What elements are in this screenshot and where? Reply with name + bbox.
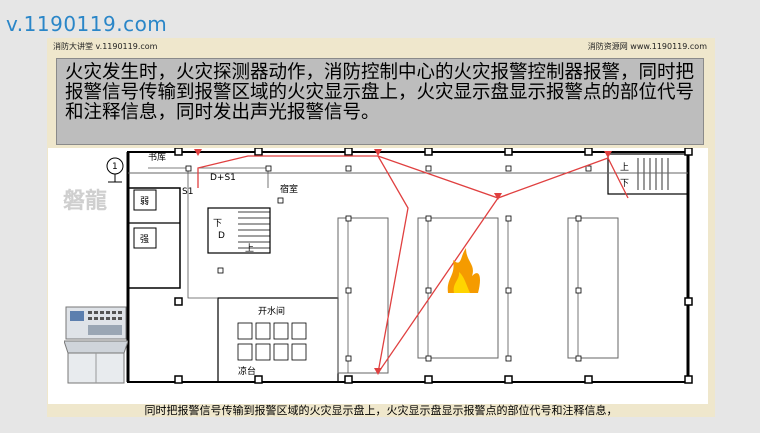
label-cool-room: 凉台: [238, 365, 256, 377]
right-stair-steps: [637, 158, 669, 190]
left-stair: [207, 207, 271, 254]
panel-screen: [70, 311, 84, 321]
label-s1: S1: [182, 187, 193, 197]
floor-plan: 磐龍 书库 S1 D+S1 D 弱 强 下 上 上 下 宿室 开水间 凉台 1: [48, 148, 708, 404]
smoke-detectors: [185, 165, 592, 362]
plan-watermark: 磐龍: [63, 188, 107, 214]
fire-icon: [447, 248, 480, 293]
label-strong-room: 强: [140, 234, 149, 245]
label-d-s1: D+S1: [210, 173, 236, 183]
structural-columns: [174, 148, 693, 384]
left-stair-steps: [238, 211, 270, 249]
strong-room-box: [133, 227, 157, 249]
label-small-room: 宿室: [280, 183, 298, 195]
header-right-text: 消防资源网 www.1190119.com: [587, 42, 707, 51]
label-up-left: 上: [245, 243, 254, 254]
right-stair: [607, 153, 689, 195]
plan-background: [48, 148, 708, 404]
panel-desk: [64, 340, 128, 354]
explanation-banner: 火灾发生时，火灾探测器动作，消防控制中心的火灾报警控制器报警，同时把报警信号传输…: [56, 58, 704, 145]
label-storage: 书库: [148, 151, 166, 163]
alarm-triangles: [194, 149, 612, 375]
label-up-right: 上: [620, 162, 629, 173]
panel-buttons: [88, 311, 122, 335]
label-d: D: [218, 231, 225, 241]
weak-room-box: [133, 189, 157, 211]
header-left-text: 消防大讲堂 v.1190119.com: [53, 42, 158, 51]
ground-symbol-label: 1: [112, 162, 118, 172]
subtitle-caption: 同时把报警信号传输到报警区域的火灾显示盘上，火灾显示盘显示报警点的部位代号和注释…: [144, 404, 618, 417]
site-watermark: v.1190119.com: [6, 12, 168, 36]
alarm-signal-path: [197, 155, 629, 374]
fire-alarm-control-panel-icon: [64, 306, 128, 384]
label-down-right: 下: [620, 179, 629, 189]
label-down-left: 下: [213, 219, 222, 229]
partitions: [128, 172, 688, 374]
ground-symbol-icon: 1: [106, 157, 124, 183]
service-core: [127, 187, 181, 289]
label-weak-room: 弱: [140, 196, 149, 207]
label-water-room: 开水间: [258, 305, 285, 317]
toilet-stalls: [237, 322, 307, 361]
